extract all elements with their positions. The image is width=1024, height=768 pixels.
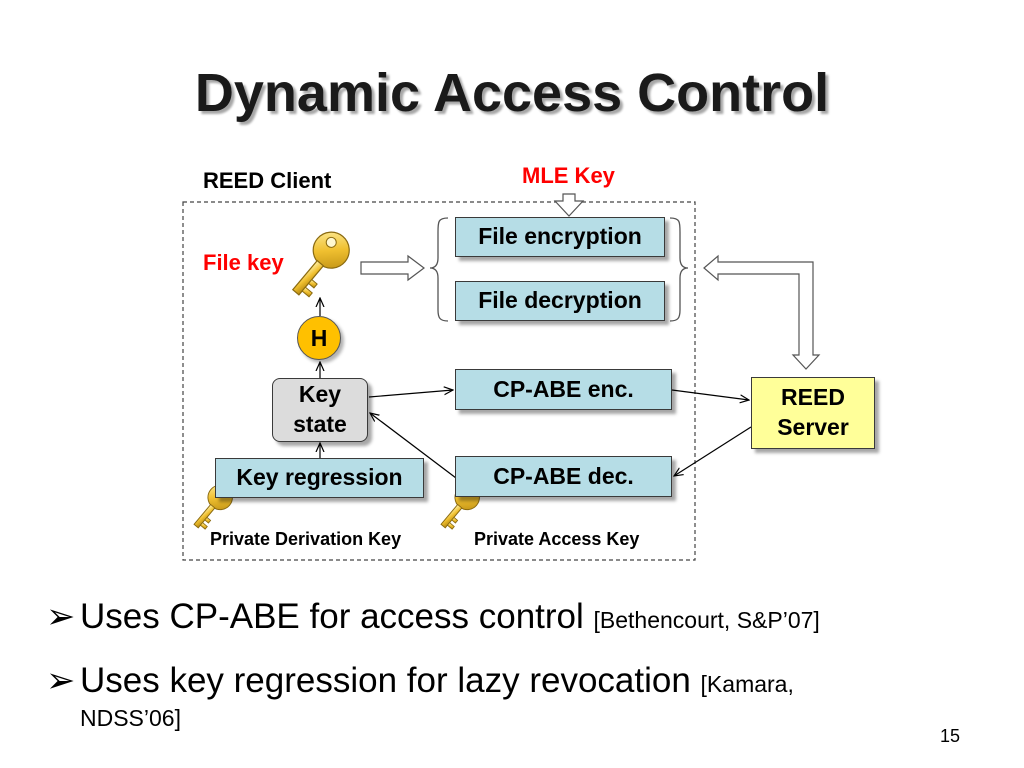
- client-boundary: [182, 201, 696, 561]
- server-line2: Server: [777, 414, 849, 440]
- file-encryption-box: File encryption: [455, 217, 665, 257]
- left-bracket: [429, 217, 449, 322]
- page-title: Dynamic Access Control: [194, 63, 830, 123]
- bullet-arrow-icon: ➢: [46, 661, 76, 700]
- bullet-item: ➢Uses CP-ABE for access control [Bethenc…: [46, 594, 946, 640]
- bullet-item: ➢Uses key regression for lazy revocation…: [46, 658, 946, 704]
- mle-key-arrow: [553, 193, 585, 217]
- keystate-to-cpabe-enc-arrow: [368, 390, 453, 398]
- key-icon: [291, 231, 350, 298]
- file-key-arrow: [360, 254, 425, 282]
- server-to-cpabe-dec-arrow: [674, 426, 752, 476]
- bullet-reference: [Kamara,: [700, 671, 794, 697]
- server-link-arrow: [703, 254, 821, 370]
- bullet-text: Uses key regression for lazy revocation: [80, 661, 691, 700]
- key-regression-box: Key regression: [215, 458, 424, 498]
- key-state-line1: Key: [298, 381, 342, 408]
- bullet-arrow-icon: ➢: [46, 597, 76, 636]
- right-bracket: [669, 217, 689, 322]
- bullet-reference: [Bethencourt, S&P’07]: [593, 607, 820, 633]
- cpabe-dec-box: CP-ABE dec.: [455, 456, 672, 497]
- cpabe-dec-to-keystate-arrow: [370, 413, 457, 479]
- client-label: REED Client: [203, 168, 332, 193]
- key-state-box: Key state: [272, 378, 368, 442]
- mle-key-label: MLE Key: [522, 163, 615, 188]
- reed-server-box: REED Server: [751, 377, 875, 449]
- private-derivation-key-label: Private Derivation Key: [210, 529, 402, 549]
- bullet-text: Uses CP-ABE for access control: [80, 597, 584, 636]
- server-line1: REED: [781, 384, 845, 411]
- file-decryption-box: File decryption: [455, 281, 665, 321]
- hash-circle: H: [297, 316, 341, 360]
- file-key-label: File key: [203, 250, 284, 275]
- page-number: 15: [940, 726, 961, 746]
- key-state-line2: state: [293, 411, 347, 437]
- cpabe-enc-box: CP-ABE enc.: [455, 369, 672, 410]
- private-access-key-label: Private Access Key: [474, 529, 640, 549]
- bullet-reference-continuation: NDSS’06]: [80, 705, 181, 731]
- cpabe-enc-to-server-arrow: [671, 389, 749, 400]
